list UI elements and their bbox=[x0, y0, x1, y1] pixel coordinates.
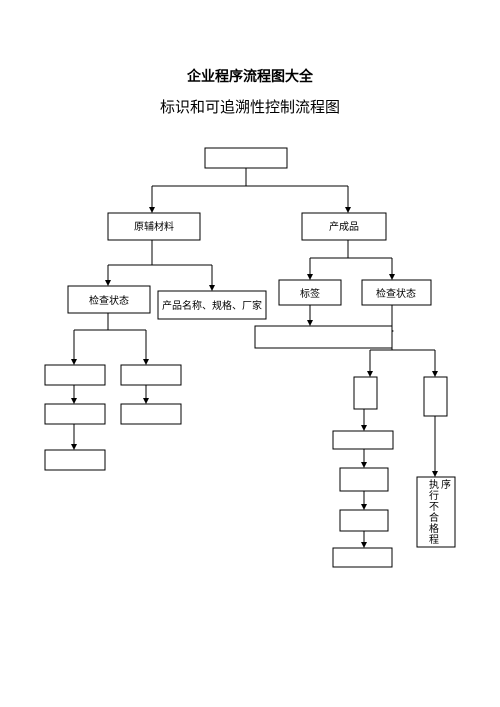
flow-node-nonconforming: 执 行 不 合 格 程 序 bbox=[416, 476, 456, 548]
nonconforming-char-4: 合 bbox=[429, 511, 439, 524]
flow-node-finished-products-label: 产成品 bbox=[329, 220, 359, 233]
flow-node-raw-materials-label: 原辅材料 bbox=[134, 220, 174, 233]
flow-node-product-name-spec-label: 产品名称、规格、厂家 bbox=[162, 299, 262, 312]
flow-node-inspection-status-right: 检查状态 bbox=[361, 279, 432, 306]
flow-node-left-branch-a bbox=[44, 364, 106, 386]
flow-node-far-right-box bbox=[423, 376, 448, 417]
flow-node-right-step4 bbox=[332, 547, 393, 568]
flow-node-right-step2 bbox=[339, 467, 389, 492]
flow-node-right-step3 bbox=[339, 509, 389, 532]
nonconforming-char-1: 执 bbox=[429, 478, 439, 491]
flow-node-label-record-bar bbox=[254, 325, 393, 349]
flow-node-right-col-box bbox=[353, 376, 378, 410]
flow-node-left-b-step2 bbox=[120, 403, 182, 425]
flow-node-left-a-step2 bbox=[44, 403, 106, 425]
flow-node-left-a-step3 bbox=[44, 449, 106, 471]
flow-node-inspection-status-right-label: 检查状态 bbox=[376, 287, 416, 300]
nonconforming-char-7: 序 bbox=[441, 478, 451, 491]
connectors bbox=[71, 168, 438, 548]
flow-node-right-step1 bbox=[332, 430, 394, 450]
flow-node-root bbox=[204, 147, 288, 169]
flow-node-left-branch-b bbox=[120, 364, 182, 386]
nonconforming-char-3: 不 bbox=[429, 502, 439, 513]
flow-node-inspection-status-left-label: 检查状态 bbox=[89, 294, 129, 307]
flow-node-product-name-spec: 产品名称、规格、厂家 bbox=[157, 290, 267, 320]
document-title: 企业程序流程图大全 bbox=[187, 69, 313, 85]
flow-node-label: 标签 bbox=[278, 279, 342, 306]
nonconforming-char-2: 行 bbox=[429, 489, 439, 502]
flow-node-label-label: 标签 bbox=[300, 287, 320, 300]
nonconforming-char-6: 程 bbox=[429, 534, 439, 546]
document-subtitle: 标识和可追溯性控制流程图 bbox=[159, 98, 340, 116]
nonconforming-char-5: 格 bbox=[429, 522, 439, 535]
flow-node-inspection-status-left: 检查状态 bbox=[67, 285, 151, 314]
flow-node-raw-materials: 原辅材料 bbox=[107, 212, 201, 241]
flow-node-finished-products: 产成品 bbox=[301, 212, 387, 241]
